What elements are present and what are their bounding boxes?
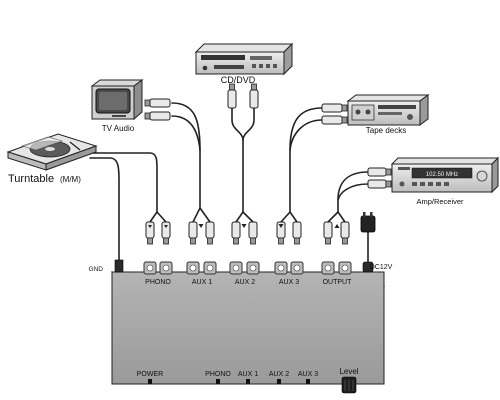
phono-plug-r <box>161 221 171 245</box>
gnd-wire <box>89 157 120 263</box>
rear-output-label: OUTPUT <box>323 279 353 286</box>
front-phono-label: PHONO <box>205 371 231 378</box>
amp-display: 102.50 MHz <box>426 172 458 178</box>
aux2-selector-button[interactable] <box>277 379 281 384</box>
aux3-selector-button[interactable] <box>306 379 310 384</box>
rear-aux3-label: AUX 3 <box>279 279 299 286</box>
aux2-plug-l <box>231 221 241 245</box>
tv-set: TV Audio <box>90 79 144 133</box>
arrow-down-icon <box>198 224 204 228</box>
amp-receiver-label: Amp/Receiver <box>416 197 464 206</box>
tape-decks-label: Tape decks <box>366 126 406 135</box>
power-switch[interactable] <box>148 379 152 384</box>
turntable-sublabel: (M/M) <box>60 175 81 184</box>
amp-cable-b <box>337 183 369 201</box>
front-aux1-label: AUX 1 <box>238 371 258 378</box>
selector-box: GND PHONO AUX 1 AUX 2 AUX 3 OUTPUT DC12V… <box>89 259 393 394</box>
gnd-terminal <box>114 259 124 273</box>
arrow-down-icon <box>241 224 247 228</box>
front-power-label: POWER <box>137 371 163 378</box>
front-level-label: Level <box>339 367 358 376</box>
aux3-plug-r <box>292 221 302 245</box>
level-knob[interactable] <box>341 376 357 394</box>
arrow-up-icon <box>334 224 340 228</box>
output-plug-r <box>340 221 350 245</box>
arrow-down-icon <box>278 224 284 228</box>
dc12v-label: DC12V <box>370 264 393 271</box>
rear-aux2-label: AUX 2 <box>235 279 255 286</box>
cd-dvd-player: CD/DVD <box>194 42 294 85</box>
arrow-down-icon <box>148 225 152 228</box>
dc-adapter <box>360 212 376 233</box>
phono-selector-button[interactable] <box>216 379 220 384</box>
tv-label: TV Audio <box>102 124 135 133</box>
front-aux2-label: AUX 2 <box>269 371 289 378</box>
rear-jacks <box>114 259 374 275</box>
cd-cable-a <box>231 107 244 213</box>
tv-cable-a <box>171 102 201 209</box>
dc-jack <box>362 261 374 273</box>
aux1-plug-r <box>205 221 215 245</box>
aux1-plug-l <box>188 221 198 245</box>
tv-cable-b <box>171 115 201 151</box>
rear-aux1-label: AUX 1 <box>192 279 212 286</box>
aux3-plug-l <box>276 221 286 245</box>
cd-cable-b <box>242 107 255 141</box>
phono-plug-l <box>145 221 155 245</box>
cd-dvd-label: CD/DVD <box>221 75 256 85</box>
turntable-cable <box>89 152 158 213</box>
device-plugs <box>144 83 392 189</box>
turntable-label: Turntable <box>8 173 54 185</box>
output-plug-l <box>323 221 333 245</box>
turntable: Turntable (M/M) <box>6 133 98 185</box>
aux1-selector-button[interactable] <box>246 379 250 384</box>
front-aux3-label: AUX 3 <box>298 371 318 378</box>
cables <box>89 102 369 263</box>
aux2-plug-r <box>248 221 258 245</box>
rca-plugs <box>145 221 350 245</box>
rear-phono-label: PHONO <box>145 279 171 286</box>
arrow-down-icon <box>164 225 168 228</box>
amp-receiver: 102.50 MHz Amp/Receiver <box>390 156 500 206</box>
tape-cable-b <box>289 119 323 151</box>
tape-deck: Tape decks <box>346 94 430 135</box>
gnd-label: GND <box>89 266 104 273</box>
